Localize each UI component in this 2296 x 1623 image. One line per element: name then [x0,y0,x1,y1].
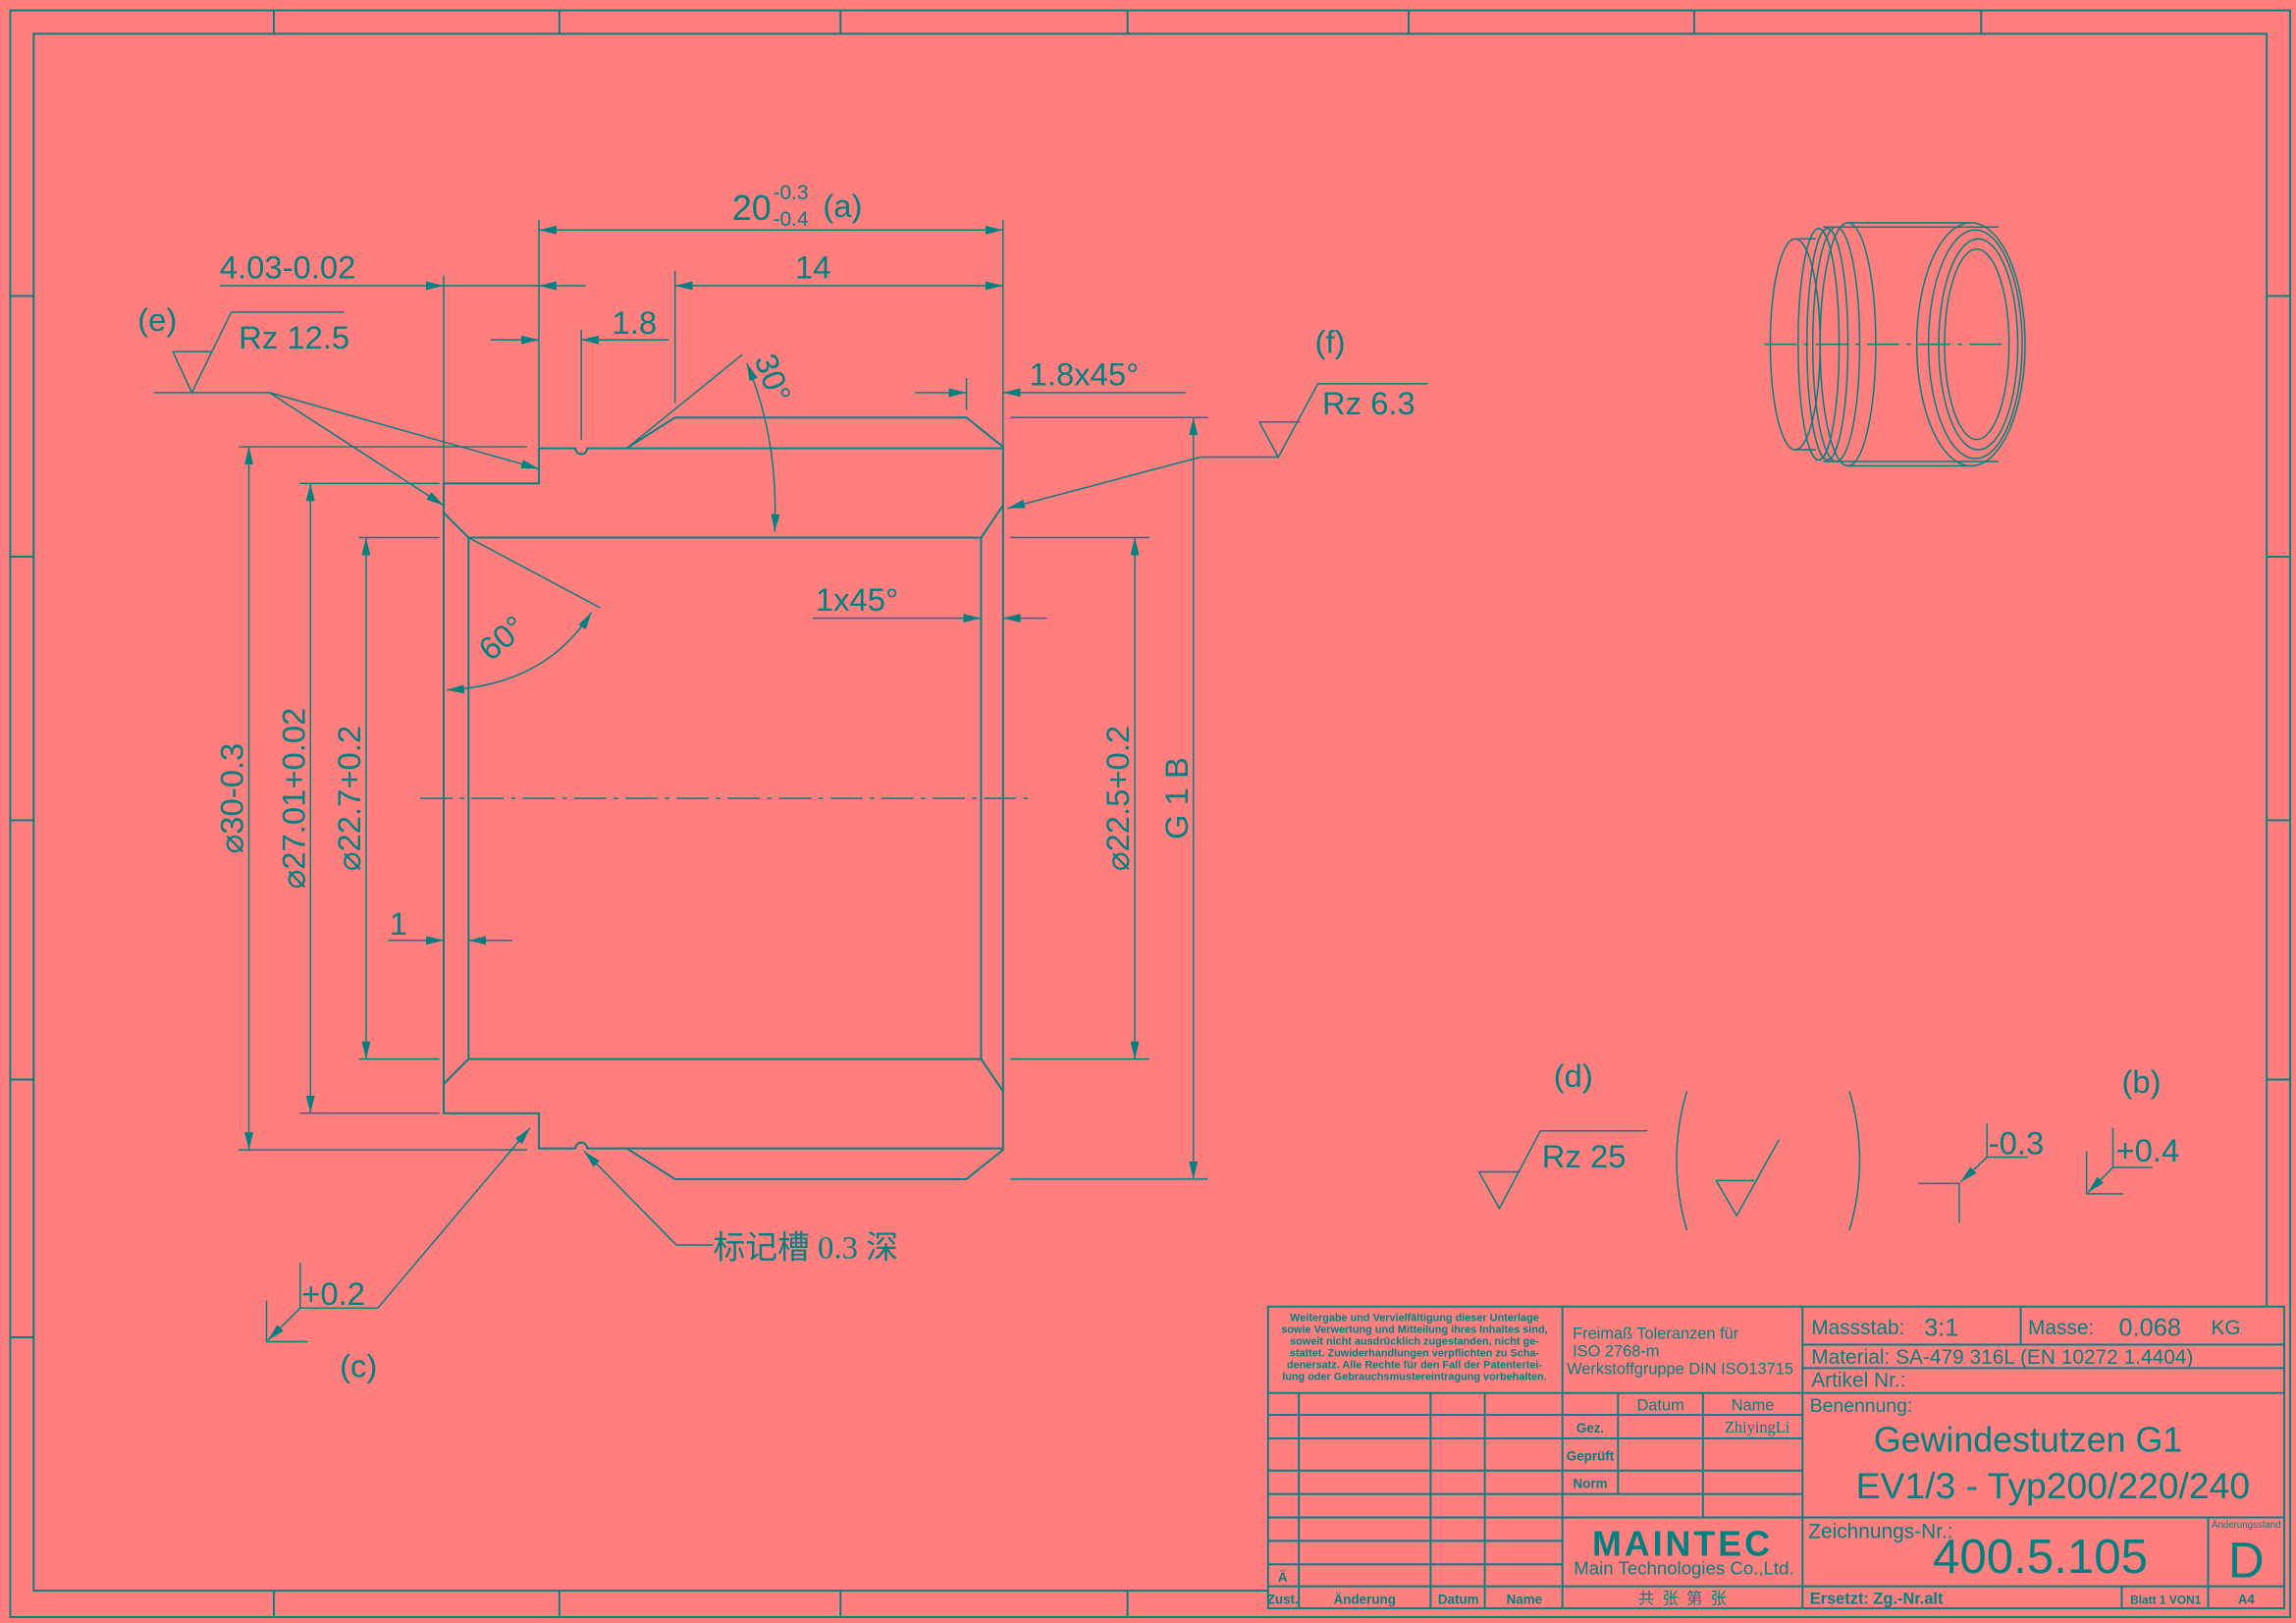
disclaimer-line: soweit nicht ausdrücklich zugestanden, n… [1290,1335,1539,1347]
annotation-c-tol: +0.2 [301,1275,365,1312]
scale-label: Massstab: [1811,1317,1904,1339]
dim-thread: G 1 B [1158,757,1195,839]
material: Material: SA-479 316L (EN 10272 1.4404) [1811,1346,2193,1369]
dim-overall-length: 20 [732,189,772,228]
row-norm: Norm [1573,1477,1607,1491]
dim-overall-upper-tol: -0.3 [774,182,809,204]
groove-note: 标记槽 0.3 深 [713,1229,898,1266]
rev-header-name: Name [1507,1593,1543,1607]
dim-angle-30: 30° [748,349,799,406]
col-name: Name [1732,1397,1775,1415]
drawing-frame [9,9,2292,1618]
tolerance-line: Freimaß Toleranzen für [1573,1325,1739,1343]
sheet-count: 共 张 第 张 [1638,1590,1727,1608]
sheet-number: Blatt 1 VON1 [2130,1594,2202,1607]
annotation-e-rz: Rz 12.5 [239,319,349,355]
company-logo: MAINTEC [1592,1524,1773,1563]
annotation-f-label: (f) [1315,324,1346,360]
gez-name: ZhiyingLi [1725,1418,1790,1436]
row-geprueft: Geprüft [1567,1448,1615,1463]
dim-dia-22-5: ⌀22.5+0.2 [1099,726,1136,871]
dimensions: 20 -0.3 -0.4 (a) 14 4.03-0.02 1.8 1.8x45… [214,182,1208,1180]
rev-header-zust: Zust. [1267,1593,1299,1607]
mass-unit: KG [2211,1317,2240,1339]
dim-groove-pos: 1.8 [613,304,658,341]
annotation-d-label: (d) [1554,1057,1593,1094]
lower-section [443,1057,1004,1180]
row-gez: Gez. [1576,1421,1604,1435]
scale-value: 3:1 [1924,1315,1958,1342]
isometric-view [1764,222,2026,467]
annotation-b-tol-plus: +0.4 [2116,1132,2180,1168]
annotation-b-label: (b) [2121,1063,2161,1100]
rev-header-aenderung: Änderung [1334,1593,1396,1607]
dim-chamfer-inner: 1x45° [816,581,898,618]
drawing-number-label: Zeichnungs-Nr.: [1808,1520,1952,1542]
annotation-c-label: (c) [340,1347,377,1383]
dim-step-length: 4.03-0.02 [220,249,356,286]
upper-section [443,416,1004,539]
disclaimer-line: lung oder Gebrauchsmustereintragung vorb… [1282,1371,1547,1382]
annotation-b-tol-minus: -0.3 [1989,1125,2045,1162]
revision-label: Änderungsstand [2212,1520,2281,1531]
disclaimer-line: denersatz. Alle Rechte für den Fall der … [1287,1359,1542,1371]
dim-overall-lower-tol: -0.4 [774,208,809,231]
rev-header-datum: Datum [1438,1593,1479,1607]
surface-annotations: (e) Rz 12.5 (f) Rz 6.3 +0.2 (c) 标记槽 0.3 … [137,301,2179,1383]
drawing-number: 400.5.105 [1933,1530,2148,1584]
tolerance-line: Werkstoffgruppe DIN ISO13715 [1567,1360,1793,1378]
dim-thread-length: 14 [795,249,830,286]
dim-dia-30: ⌀30-0.3 [214,743,250,854]
article-number: Artikel Nr.: [1811,1370,1905,1392]
frame-ticks [10,10,2291,1617]
title-line-2: EV1/3 - Typ200/220/240 [1856,1465,2250,1506]
tolerance-line: ISO 2768-m [1573,1342,1659,1360]
replaces: Ersetzt: Zg.-Nr.alt [1810,1591,1944,1608]
title-line-1: Gewindestutzen G1 [1874,1420,2182,1459]
name-label: Benennung: [1810,1395,1913,1417]
annotation-e-label: (e) [137,301,177,338]
annotation-d-rz: Rz 25 [1542,1138,1627,1174]
disclaimer-line: stattet. Zuwiderhandlungen verpflichten … [1290,1347,1540,1359]
dim-overall-ref: (a) [823,188,862,224]
col-datum: Datum [1636,1397,1683,1415]
mass-label: Masse: [2028,1317,2094,1339]
disclaimer-line: sowie Verwertung und Mitteilung ihres In… [1281,1325,1547,1336]
paper-format: A4 [2238,1593,2256,1607]
dim-dia-27: ⌀27.01+0.02 [275,708,311,890]
dim-face-gap: 1 [390,905,407,942]
revision: D [2228,1533,2265,1589]
mass-value: 0.068 [2119,1315,2181,1342]
title-block: Weitergabe und Vervielfältigung dieser U… [1267,1305,2286,1609]
section-view [420,416,1033,1180]
company-name: Main Technologies Co.,Ltd. [1574,1558,1793,1579]
disclaimer-line: Weitergabe und Vervielfältigung dieser U… [1290,1313,1539,1325]
dim-chamfer-outer: 1.8x45° [1030,355,1140,392]
dim-dia-22-7: ⌀22.7+0.2 [331,726,367,871]
annotation-f-rz: Rz 6.3 [1322,385,1415,421]
rev-mark: Ä [1278,1570,1288,1585]
dim-angle-60: 60° [471,608,532,667]
